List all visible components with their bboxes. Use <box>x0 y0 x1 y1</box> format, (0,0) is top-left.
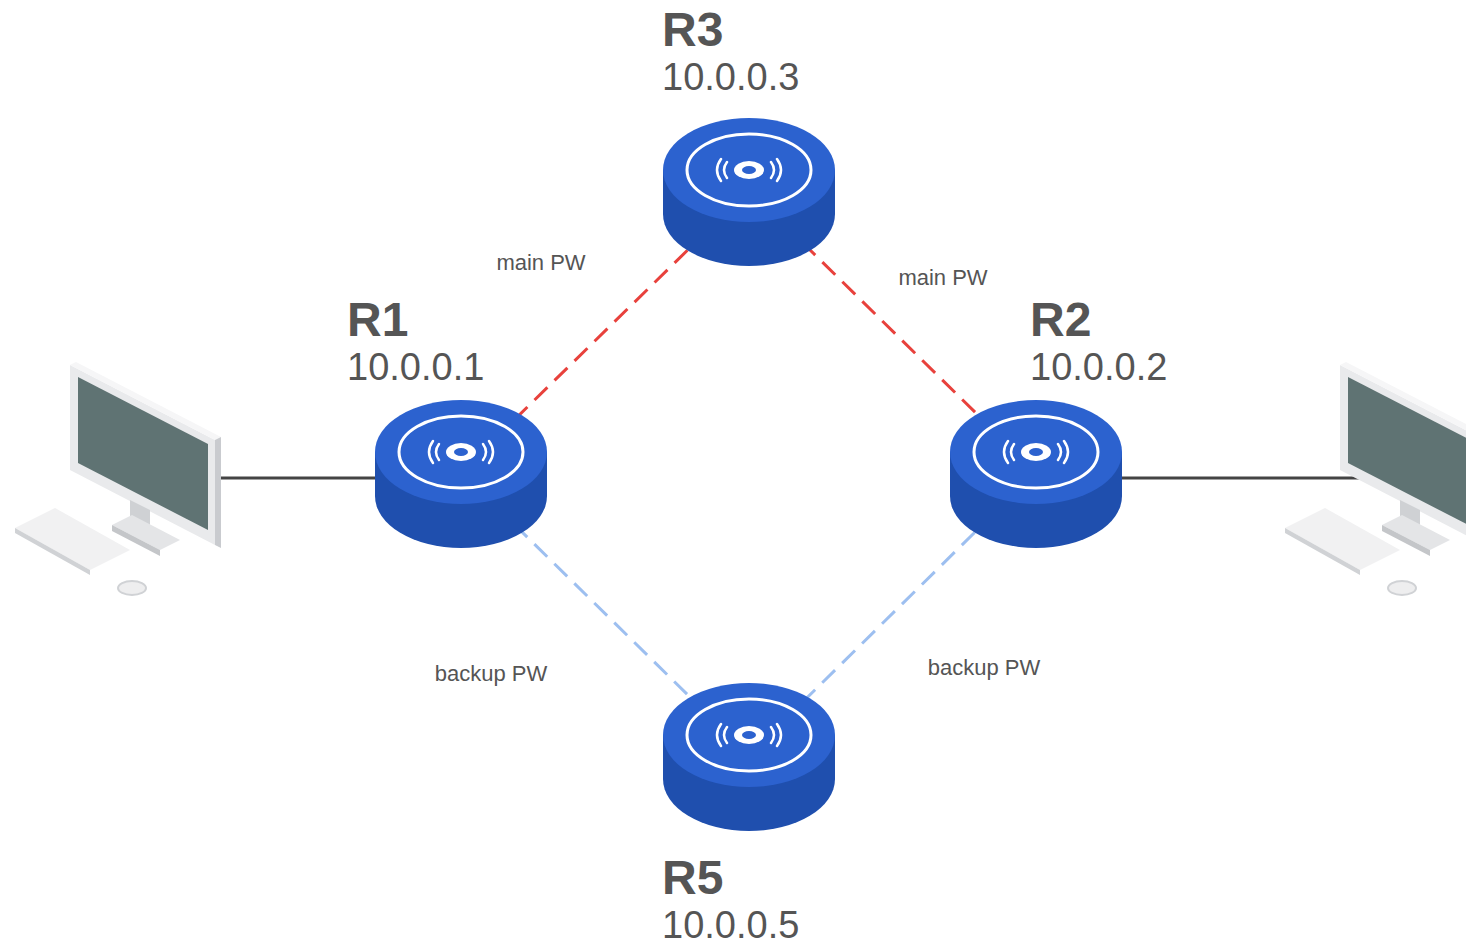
link-label: backup PW <box>432 661 551 687</box>
link-label: backup PW <box>925 655 1044 681</box>
router-icon <box>663 118 835 268</box>
router-caption: R210.0.0.2 <box>1030 295 1167 389</box>
router-caption: R110.0.0.1 <box>347 295 484 389</box>
router-name: R5 <box>662 853 799 903</box>
router-address: 10.0.0.5 <box>662 903 799 946</box>
router-caption: R510.0.0.5 <box>662 853 799 946</box>
router-icon <box>663 683 835 833</box>
router-address: 10.0.0.2 <box>1030 345 1167 389</box>
computer-icon <box>15 362 221 595</box>
router-icon <box>375 400 547 550</box>
router-name: R1 <box>347 295 484 345</box>
router-node: R110.0.0.1 <box>375 400 547 550</box>
router-address: 10.0.0.3 <box>662 55 799 99</box>
router-address: 10.0.0.1 <box>347 345 484 389</box>
router-caption: R310.0.0.3 <box>662 5 799 99</box>
router-name: R2 <box>1030 295 1167 345</box>
router-node: R310.0.0.3 <box>663 118 835 268</box>
router-node: R210.0.0.2 <box>950 400 1122 550</box>
link-label: main PW <box>493 250 588 276</box>
link-label: main PW <box>895 265 990 291</box>
access-link <box>214 477 380 480</box>
router-name: R3 <box>662 5 799 55</box>
access-link <box>1118 477 1362 480</box>
router-icon <box>950 400 1122 550</box>
computer-icon <box>1285 362 1466 595</box>
router-node: R510.0.0.5 <box>663 683 835 833</box>
